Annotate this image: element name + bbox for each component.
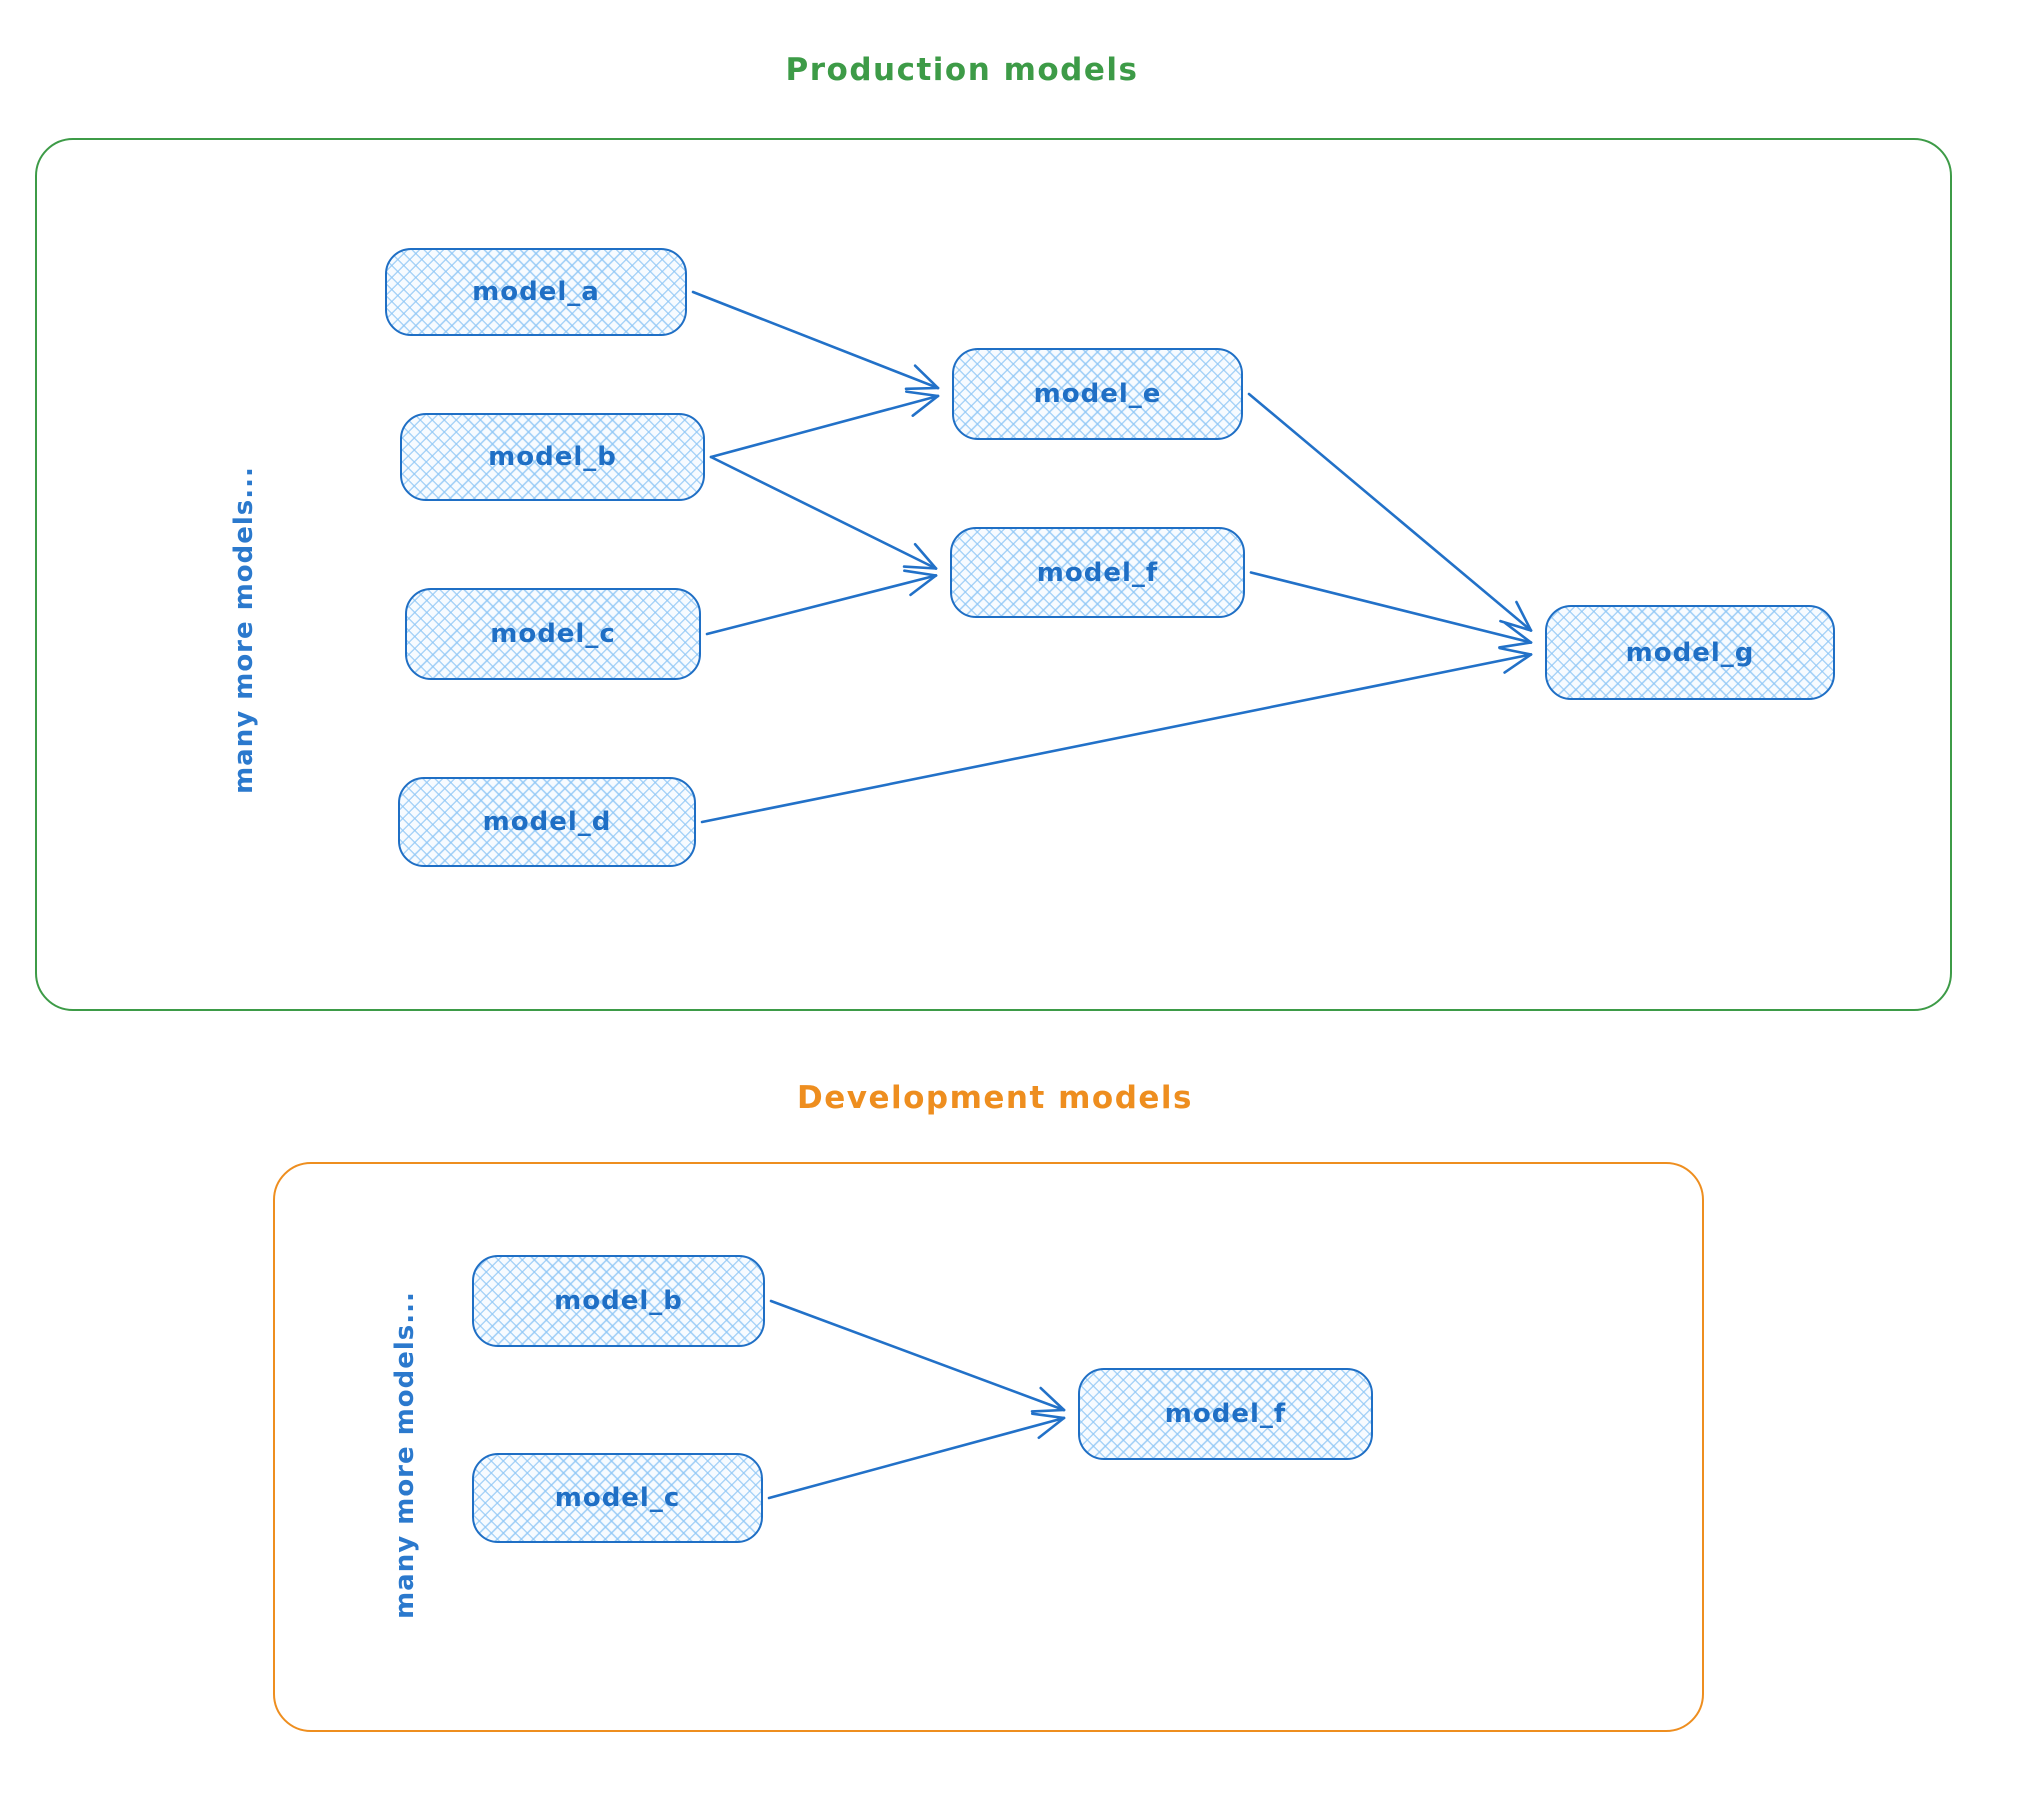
node-label: model_f xyxy=(1164,1399,1287,1429)
node-label: model_c xyxy=(554,1483,681,1513)
production-node-model_f: model_f xyxy=(950,527,1245,618)
development-node-model_b: model_b xyxy=(472,1255,765,1347)
node-label: model_c xyxy=(490,619,616,649)
node-label: model_f xyxy=(1036,557,1159,588)
node-label: model_b xyxy=(488,442,617,472)
production-node-model_e: model_e xyxy=(952,348,1243,440)
production-node-model_a: model_a xyxy=(385,248,687,336)
production-node-model_d: model_d xyxy=(398,777,696,867)
node-label: model_b xyxy=(554,1286,683,1316)
production-section-frame xyxy=(35,138,1952,1011)
development-section-title: Development models xyxy=(796,1080,1194,1116)
development-node-model_c: model_c xyxy=(472,1453,763,1543)
production-section-title: Production models xyxy=(785,52,1139,88)
node-label: model_g xyxy=(1625,637,1755,668)
node-label: model_e xyxy=(1033,379,1162,409)
development-node-model_f: model_f xyxy=(1078,1368,1373,1460)
production-node-model_b: model_b xyxy=(400,413,705,501)
node-label: model_d xyxy=(482,807,612,837)
production-node-model_g: model_g xyxy=(1545,605,1835,700)
development-more-models-label: many more models... xyxy=(390,1291,420,1619)
production-more-models-label: many more models... xyxy=(229,466,259,794)
development-section-frame xyxy=(273,1162,1704,1732)
production-node-model_c: model_c xyxy=(405,588,701,680)
node-label: model_a xyxy=(472,277,600,307)
